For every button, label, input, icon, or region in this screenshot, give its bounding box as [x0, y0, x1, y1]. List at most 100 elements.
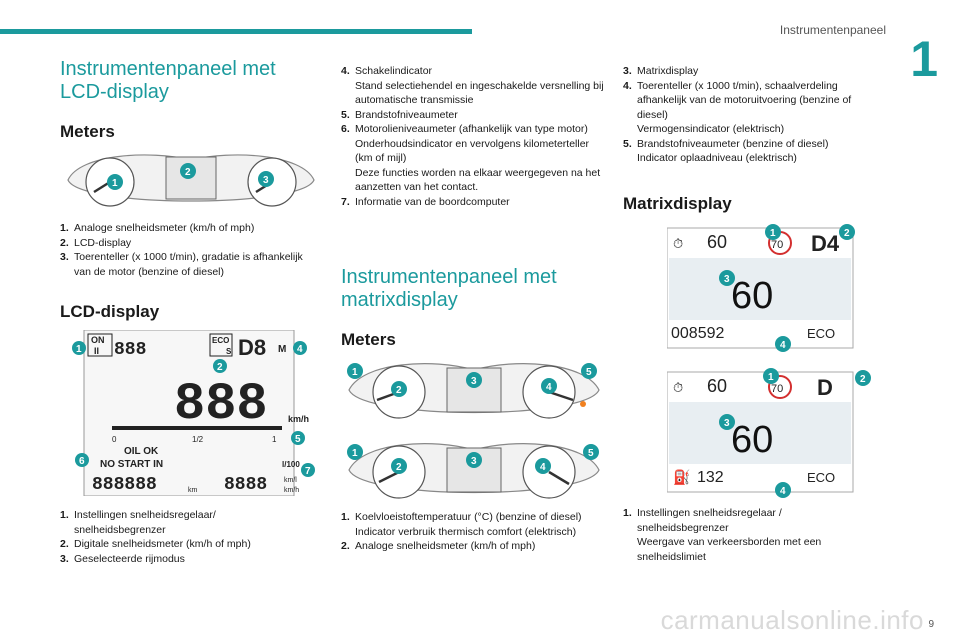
lcd-kmh: km/h [284, 487, 299, 494]
meters-heading: Meters [60, 122, 115, 141]
matrix-display-1: ⏱ 60 70 D4 60 008592 ECO 1 2 3 4 [667, 224, 855, 352]
svg-text:3: 3 [471, 376, 477, 387]
list-item: 3.Toerenteller (x 1000 t/min), gradatie … [60, 251, 303, 278]
matrix-cluster-illustration-2: 1 2 3 4 5 [347, 443, 600, 499]
lcd-display-heading: LCD-display [60, 302, 160, 321]
list-item: 3.Geselecteerde rijmodus [60, 552, 185, 565]
svg-text:4: 4 [780, 340, 786, 351]
list-item: 5.Brandstofniveaumeter [341, 108, 458, 121]
page-header-title: Instrumentenpaneel [779, 23, 886, 37]
svg-text:5: 5 [588, 448, 594, 459]
fuel-pump-icon: ⛽ [673, 469, 690, 486]
lcd-set-speed: 888 [114, 340, 146, 360]
matrix2-set-speed: 60 [707, 376, 727, 396]
lcd-fuel-0: 0 [112, 435, 117, 444]
section-title-matrix: Instrumentenpaneel met matrixdisplay [341, 266, 557, 311]
svg-text:3: 3 [724, 418, 730, 429]
svg-text:1: 1 [352, 448, 358, 459]
page-number: 9 [928, 619, 934, 630]
matrix-meters-heading: Meters [341, 330, 396, 349]
svg-text:1: 1 [76, 344, 82, 355]
matrix-meters-legend-continued: 3.Matrixdisplay 4.Toerenteller (x 1000 t… [623, 64, 885, 166]
list-item: 6.Motorolieniveaumeter (afhankelijk van … [341, 123, 601, 193]
svg-text:6: 6 [79, 456, 85, 467]
lcd-cluster-illustration: 1 2 3 [67, 154, 315, 207]
lcd-on-label: ON [91, 335, 105, 345]
matrix1-set-speed: 60 [707, 232, 727, 252]
matrix-cluster-illustration-1: 1 2 3 4 5 [347, 363, 600, 419]
lcd-display-illustration: ON II 888 ECO S D8 M 888 km/h 0 1/2 1 OI… [72, 330, 315, 496]
lcd-speed-unit: km/h [288, 414, 309, 424]
matrix2-gear: D [817, 375, 833, 400]
svg-text:1: 1 [768, 372, 774, 383]
matrix2-mode: ECO [807, 470, 835, 485]
list-item: 4.Toerenteller (x 1000 t/min), schaalver… [623, 79, 852, 136]
lcd-eco-label: ECO [212, 336, 229, 345]
matrix-display-heading: Matrixdisplay [623, 194, 732, 213]
matrix2-speed: 60 [731, 419, 773, 461]
svg-text:1: 1 [112, 178, 118, 189]
lcd-fuel-half: 1/2 [192, 435, 204, 444]
lcd-digital-speed: 888 [174, 375, 268, 434]
lcd-gear: D8 [238, 335, 266, 360]
matrix-display-legend: 1.Instellingen snelheidsregelaar / snelh… [623, 506, 885, 564]
svg-text:3: 3 [471, 456, 477, 467]
list-item: 1.Koelvloeistoftemperatuur (°C) (benzine… [341, 511, 582, 538]
list-item: 7.Informatie van de boordcomputer [341, 195, 510, 208]
lcd-l100: l/100 [282, 460, 300, 469]
header-accent-bar [0, 29, 472, 34]
section-title-lcd: Instrumentenpaneel met LCD-display [60, 58, 276, 103]
list-item: 5.Brandstofniveaumeter (benzine of diese… [623, 137, 829, 165]
list-item: 2.Digitale snelheidsmeter (km/h of mph) [60, 538, 251, 550]
svg-text:4: 4 [540, 462, 546, 473]
speedometer-icon: ⏱ [673, 236, 683, 251]
svg-text:2: 2 [396, 462, 402, 473]
lcd-fuel-1: 1 [272, 435, 277, 444]
svg-text:2: 2 [217, 362, 223, 373]
svg-text:5: 5 [586, 367, 592, 378]
svg-text:4: 4 [546, 382, 552, 393]
speedometer-icon: ⏱ [673, 380, 683, 395]
svg-text:4: 4 [297, 344, 303, 355]
matrix1-odometer: 008592 [671, 325, 724, 342]
svg-text:2: 2 [860, 374, 866, 385]
lcd-legend-continued: 4.Schakelindicator Stand selectiehendel … [341, 64, 609, 209]
list-item: 1.Instellingen snelheidsregelaar/ snelhe… [60, 509, 216, 536]
matrix1-speed-sign: 70 [771, 239, 783, 251]
matrix1-speed: 60 [731, 275, 773, 317]
matrix2-range: 132 [697, 469, 724, 486]
list-item: 1.Analoge snelheidsmeter (km/h of mph) [60, 222, 255, 234]
lcd-kml: km/l [284, 477, 297, 484]
lcd-no-start: NO START IN [100, 459, 163, 470]
lcd-odometer: 888888 [92, 475, 157, 495]
list-item: 2.Analoge snelheidsmeter (km/h of mph) [341, 540, 536, 552]
svg-text:1: 1 [352, 367, 358, 378]
svg-text:2: 2 [396, 385, 402, 396]
svg-text:7: 7 [305, 466, 311, 477]
lcd-oil-status: OIL OK [124, 446, 159, 457]
list-item: 2.LCD-display [60, 236, 132, 249]
lcd-legend: 1.Instellingen snelheidsregelaar/ snelhe… [60, 508, 322, 566]
svg-text:4: 4 [780, 486, 786, 497]
matrix-display-2: ⏱ 60 70 D 60 ⛽ 132 ECO 1 2 3 4 [667, 368, 871, 498]
lcd-m-label: M [278, 344, 286, 355]
meters-legend: 1.Analoge snelheidsmeter (km/h of mph) 2… [60, 221, 322, 279]
chapter-number: 1 [910, 31, 938, 87]
svg-text:1: 1 [770, 228, 776, 239]
lcd-ii-label: II [94, 346, 99, 356]
svg-text:5: 5 [295, 434, 301, 445]
watermark: carmanualsonline.info [660, 605, 924, 635]
lcd-s-label: S [226, 347, 232, 356]
svg-text:3: 3 [724, 274, 730, 285]
svg-text:3: 3 [263, 175, 269, 186]
matrix1-mode: ECO [807, 326, 835, 341]
matrix1-gear: D4 [811, 231, 840, 256]
matrix2-speed-sign: 70 [771, 383, 783, 395]
list-item: 3.Matrixdisplay [623, 65, 699, 77]
lcd-trip: 8888 [224, 475, 267, 495]
svg-text:2: 2 [185, 167, 191, 178]
lcd-km: km [188, 487, 198, 494]
list-item: 4.Schakelindicator Stand selectiehendel … [341, 65, 604, 106]
matrix-meters-legend: 1.Koelvloeistoftemperatuur (°C) (benzine… [341, 510, 609, 554]
svg-text:2: 2 [844, 228, 850, 239]
